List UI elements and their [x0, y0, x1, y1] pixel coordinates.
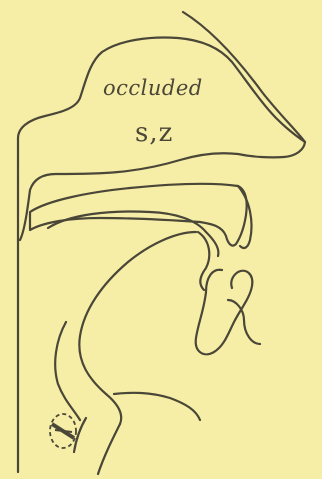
jaw-contour	[114, 393, 200, 420]
tongue-body	[79, 232, 196, 424]
pharynx-curve	[55, 322, 80, 420]
nasal-cavity-outline	[18, 38, 305, 472]
occluded-label: occluded	[103, 76, 203, 100]
hard-palate	[30, 184, 247, 246]
sounds-label: s,z	[135, 118, 173, 148]
glottis-symbol	[50, 414, 76, 448]
epiglottis	[74, 418, 86, 452]
lower-lip	[196, 270, 253, 355]
throat-front	[98, 424, 120, 474]
